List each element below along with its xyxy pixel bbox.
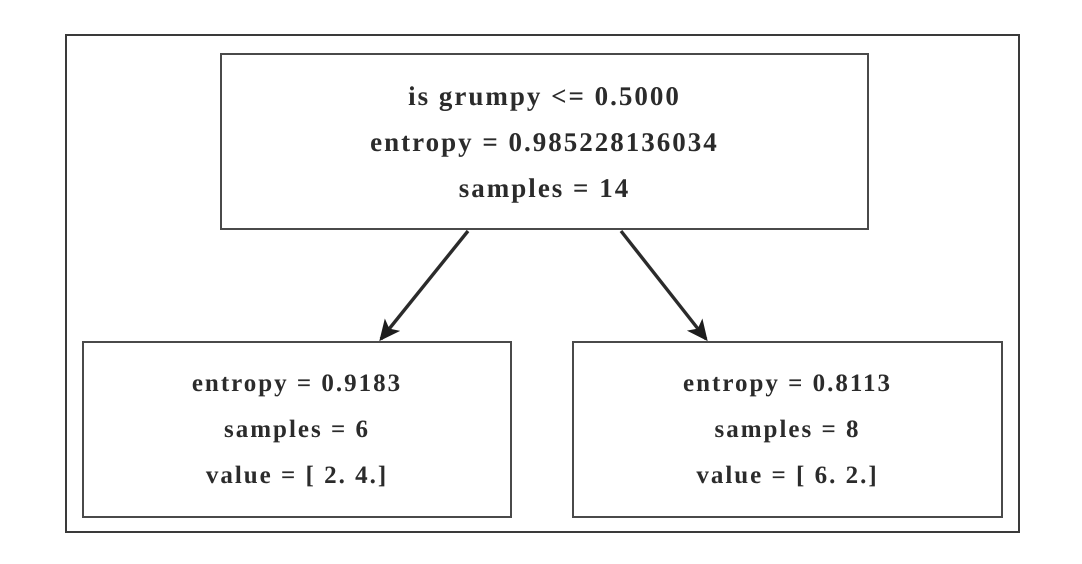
right-leaf-entropy: entropy = 0.8113 <box>683 369 892 397</box>
root-split-condition: is grumpy <= 0.5000 <box>408 80 681 111</box>
left-leaf-value: value = [ 2. 4.] <box>205 461 389 489</box>
root-entropy: entropy = 0.985228136034 <box>370 126 719 157</box>
root-samples: samples = 14 <box>458 172 631 203</box>
tree-node-left-leaf[interactable]: entropy = 0.9183 samples = 6 value = [ 2… <box>82 341 512 518</box>
right-leaf-value: value = [ 6. 2.] <box>696 461 879 489</box>
left-leaf-samples: samples = 6 <box>224 415 370 443</box>
tree-node-right-leaf[interactable]: entropy = 0.8113 samples = 8 value = [ 6… <box>572 341 1003 518</box>
right-leaf-samples: samples = 8 <box>714 415 861 443</box>
tree-node-root[interactable]: is grumpy <= 0.5000 entropy = 0.98522813… <box>220 53 869 230</box>
left-leaf-entropy: entropy = 0.9183 <box>191 369 403 397</box>
